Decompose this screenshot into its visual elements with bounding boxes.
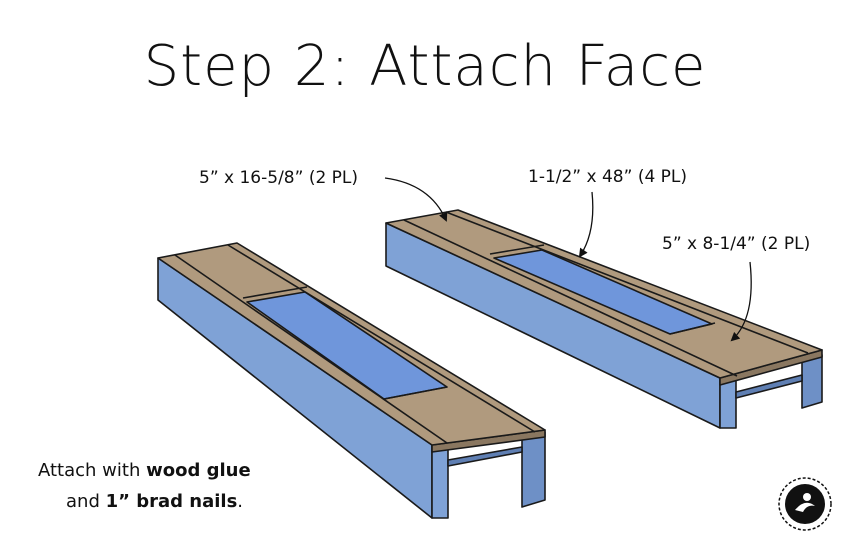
arrow-strips <box>578 191 594 258</box>
page-title: Step 2: Attach Face <box>143 34 707 99</box>
left-bench <box>157 242 546 519</box>
left-bench-face-joint-front <box>383 386 448 400</box>
instruction-line-1: Attach with wood glue <box>38 455 251 486</box>
instruction-text: and <box>66 491 106 512</box>
left-bench-face-joint-back <box>242 286 308 299</box>
left-bench-seam-left <box>174 254 448 444</box>
brand-logo-icon <box>778 477 832 531</box>
label-strips: 1-1/2” x 48” (4 PL) <box>528 167 688 187</box>
callout-arrows <box>384 177 752 342</box>
instruction-bold-glue: wood glue <box>146 460 251 481</box>
left-bench-seam-right <box>227 244 536 433</box>
left-bench-end-leg <box>521 431 546 508</box>
label-face-long: 5” x 16-5/8” (2 PL) <box>199 168 359 188</box>
instruction-note: Attach with wood glue and 1” brad nails. <box>38 455 251 517</box>
right-bench-face-joint-back <box>489 244 545 255</box>
arrow-face-long <box>384 177 448 222</box>
instruction-text: Attach with <box>38 460 147 481</box>
label-face-short: 5” x 8-1/4” (2 PL) <box>662 234 811 254</box>
right-bench-stretcher <box>735 374 803 399</box>
left-bench-stretcher <box>447 446 523 467</box>
right-bench-seam-right <box>445 211 809 354</box>
right-bench-seam-left <box>403 219 738 377</box>
instruction-bold-nails: 1” brad nails <box>105 491 238 512</box>
right-bench-end-leg-front <box>719 377 737 429</box>
left-bench-end-leg-front <box>431 444 449 519</box>
arrow-face-short <box>730 261 752 342</box>
instruction-text: . <box>237 491 244 512</box>
instruction-line-2: and 1” brad nails. <box>38 486 251 517</box>
right-bench-face-joint-front <box>669 322 716 335</box>
right-bench-end-leg <box>801 354 823 409</box>
right-bench <box>385 209 823 429</box>
